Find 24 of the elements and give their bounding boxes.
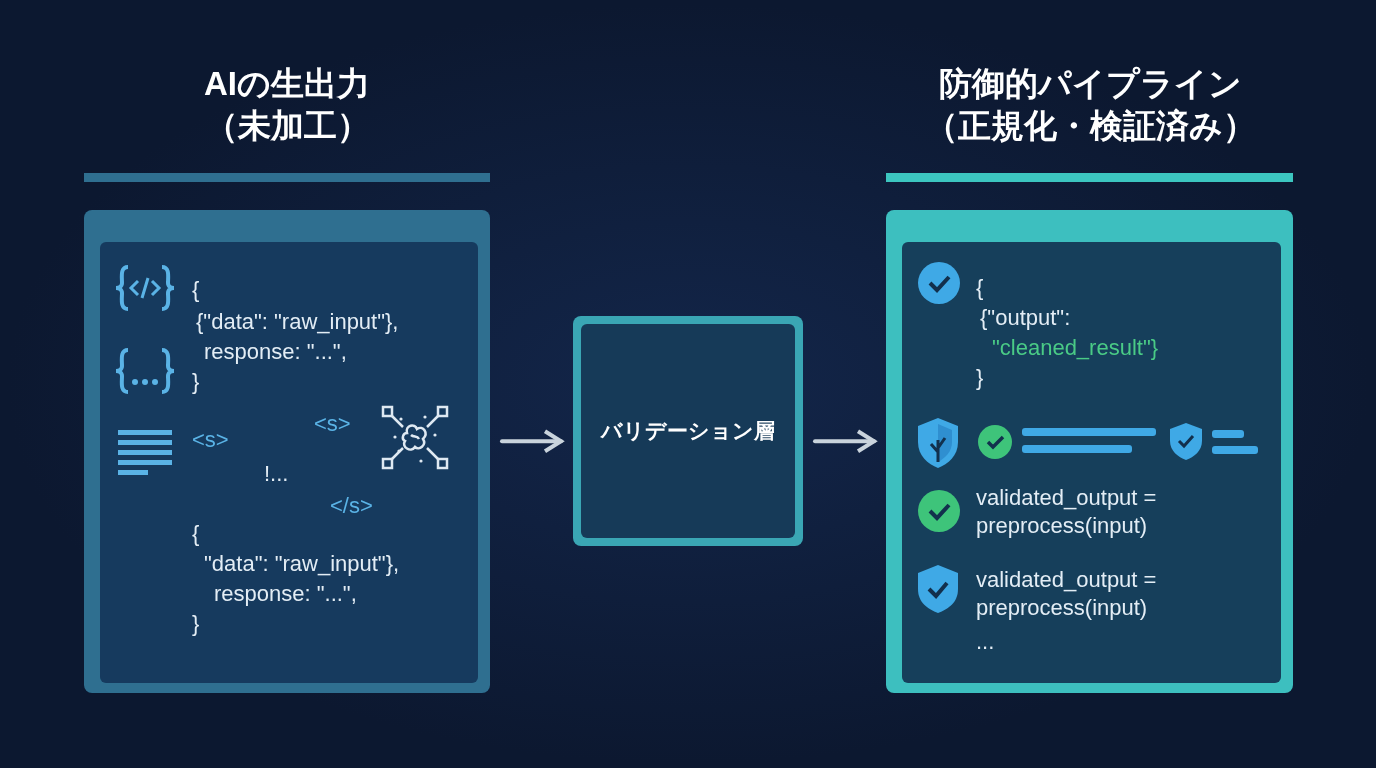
panel-heading: AIの生出力（未加工）: [203, 64, 371, 146]
code-fragment: !...: [264, 460, 289, 488]
code-line: {: [192, 276, 200, 304]
code-statement: validated_output = preprocess(input): [976, 566, 1158, 622]
code-line: }: [192, 610, 200, 638]
code-line: {: [192, 520, 200, 548]
code-statement: validated_output = preprocess(input): [976, 484, 1158, 540]
code-line: "cleaned_result"}: [992, 334, 1159, 362]
code-line: "data": "raw_input"},: [204, 550, 400, 578]
code-fragment: ...: [976, 628, 995, 656]
node-label: バリデーション層: [599, 418, 776, 444]
code-line: {"output":: [980, 304, 1071, 332]
code-tag: <s>: [314, 410, 351, 438]
arrow: [500, 429, 563, 454]
code-line: }: [976, 364, 984, 392]
panel-heading: 防御的パイプライン（正規化・検証済み）: [923, 64, 1257, 146]
code-line: response: "...",: [204, 338, 347, 366]
code-tag: </s>: [330, 492, 373, 520]
code-line: {"data": "raw_input"},: [196, 308, 399, 336]
arrow: [813, 429, 876, 454]
code-line: }: [192, 368, 200, 396]
code-line: response: "...",: [214, 580, 357, 608]
code-line: {: [976, 274, 984, 302]
code-tag: <s>: [192, 426, 229, 454]
